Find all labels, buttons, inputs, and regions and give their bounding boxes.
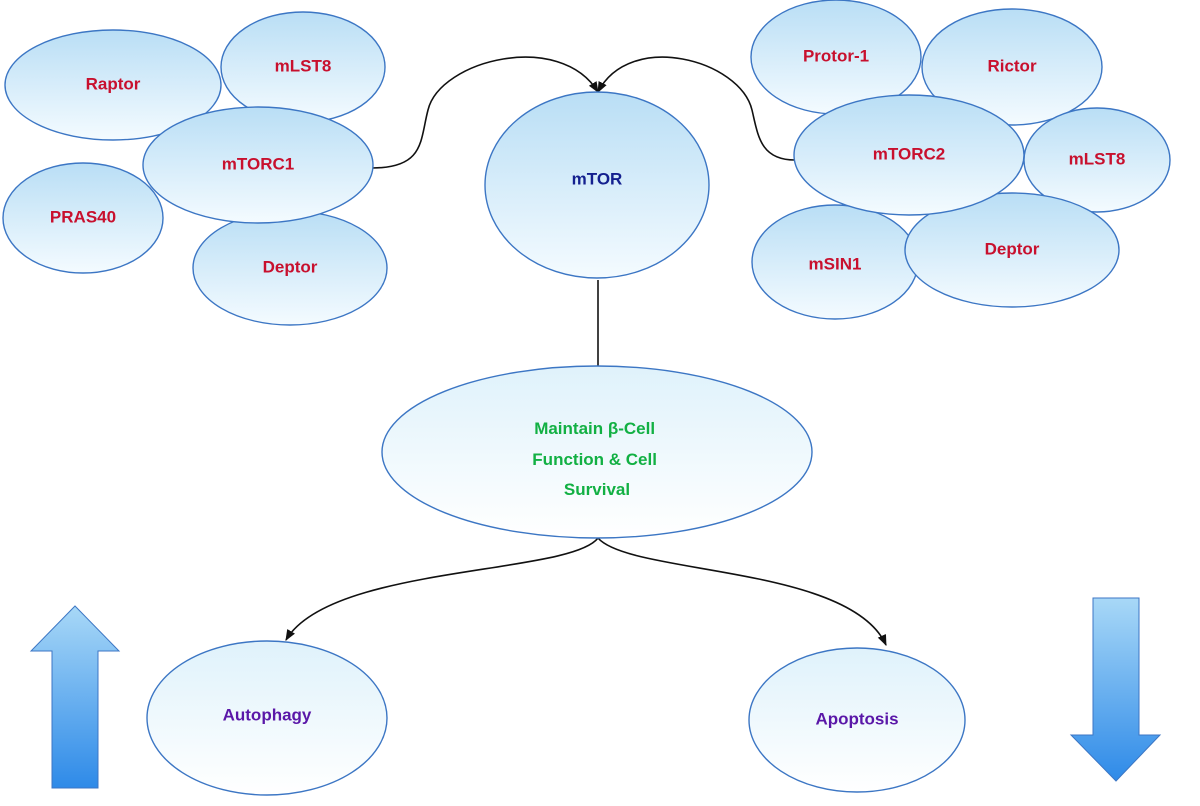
edge-mtorc1-to-mtor	[371, 56, 599, 169]
node-protor1: Protor-1	[750, 0, 922, 115]
down-arrow-icon	[1069, 597, 1162, 782]
svg-text:Rictor: Rictor	[987, 56, 1037, 75]
edge-outcome-to-autophagy	[285, 537, 599, 641]
svg-text:mTORC2: mTORC2	[873, 144, 945, 163]
node-mtor: mTOR	[484, 91, 710, 279]
up-arrow-icon	[29, 605, 121, 789]
svg-text:mLST8: mLST8	[275, 56, 332, 75]
node-rictor: Rictor	[921, 8, 1103, 126]
node-apoptosis: Apoptosis	[748, 647, 966, 793]
node-beta-cell-survival: Maintain β-Cell Function & Cell Survival	[381, 365, 813, 539]
node-mtorc2: mTORC2	[793, 94, 1025, 216]
svg-text:Protor-1: Protor-1	[803, 46, 869, 65]
svg-text:Raptor: Raptor	[86, 74, 141, 93]
svg-text:Deptor: Deptor	[985, 239, 1040, 258]
svg-text:Apoptosis: Apoptosis	[815, 709, 898, 728]
svg-text:mLST8: mLST8	[1069, 149, 1126, 168]
node-msin1: mSIN1	[751, 204, 919, 320]
node-deptor-mtorc1: Deptor	[192, 210, 388, 326]
node-deptor-mtorc2: Deptor	[904, 192, 1120, 308]
svg-text:mTOR: mTOR	[572, 169, 623, 188]
edge-mtorc2-to-mtor	[597, 56, 796, 161]
edge-outcome-to-apoptosis	[597, 537, 887, 647]
node-autophagy: Autophagy	[146, 640, 388, 796]
svg-text:PRAS40: PRAS40	[50, 207, 116, 226]
node-mtorc1: mTORC1	[142, 106, 374, 224]
node-pras40: PRAS40	[2, 162, 164, 274]
svg-text:Deptor: Deptor	[263, 257, 318, 276]
node-raptor: Raptor	[4, 29, 222, 141]
svg-text:mSIN1: mSIN1	[809, 254, 862, 273]
svg-text:mTORC1: mTORC1	[222, 154, 294, 173]
svg-text:Autophagy: Autophagy	[223, 705, 312, 724]
node-mlst8-mtorc1: mLST8	[220, 11, 386, 123]
outcome-label: Maintain β-Cell Function & Cell Survival	[532, 419, 661, 499]
